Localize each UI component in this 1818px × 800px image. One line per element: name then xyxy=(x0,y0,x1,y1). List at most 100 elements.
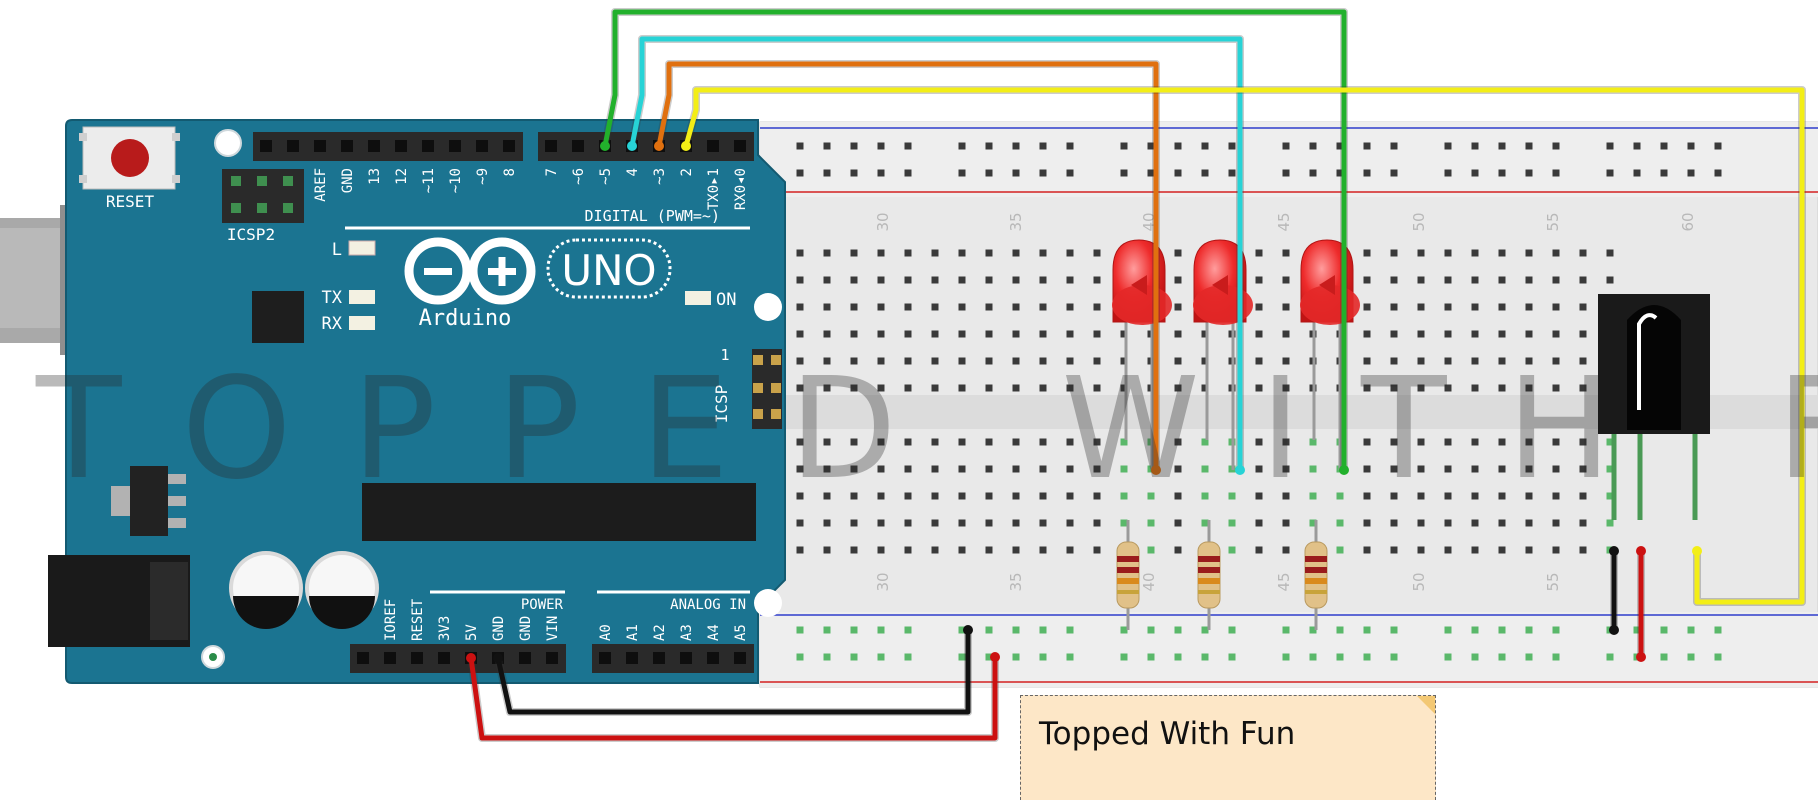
power-header xyxy=(350,644,566,673)
header-pin xyxy=(545,140,557,152)
led-on-indicator xyxy=(685,291,711,305)
led-on-label: ON xyxy=(716,290,736,310)
column-number: 35 xyxy=(1007,212,1025,231)
uno-badge: UNO xyxy=(546,238,672,299)
header-pin xyxy=(653,652,665,664)
header-pin xyxy=(476,140,488,152)
header-pin xyxy=(599,652,611,664)
atmega-chip xyxy=(362,483,756,541)
header-pin xyxy=(707,652,719,664)
header-pin xyxy=(503,140,515,152)
pin-label: 7 xyxy=(544,168,560,176)
capacitor xyxy=(229,551,303,629)
wire-pin2-to-ir xyxy=(683,87,1805,605)
pin-label: GND xyxy=(518,616,534,641)
column-number: 45 xyxy=(1275,572,1293,591)
pin-label: IOREF xyxy=(383,599,399,641)
header-pin xyxy=(734,652,746,664)
pin-label: A4 xyxy=(706,624,722,641)
column-number: 50 xyxy=(1410,212,1428,231)
pin-label: 13 xyxy=(367,168,383,185)
mounting-hole xyxy=(214,129,242,157)
led-tx-label: TX xyxy=(322,288,343,308)
header-pin xyxy=(572,140,584,152)
pin-label: ~10 xyxy=(448,168,464,193)
header-pin xyxy=(368,140,380,152)
header-pin xyxy=(438,652,450,664)
header-pin xyxy=(707,140,719,152)
mounting-hole xyxy=(754,589,782,617)
wire-gnd-to-rail xyxy=(495,630,971,715)
led-tx-indicator xyxy=(349,290,375,304)
pin-label: GND xyxy=(491,616,507,641)
header-pin xyxy=(753,355,763,365)
led-rx-label: RX xyxy=(322,314,343,334)
pin-label: ~9 xyxy=(475,168,491,185)
pin-label: ~3 xyxy=(652,168,668,185)
header-pin xyxy=(519,652,531,664)
header-pin xyxy=(771,355,781,365)
arduino-logo: Arduino xyxy=(404,237,536,331)
resistor xyxy=(1197,541,1221,609)
pin-label: TX0▸1 xyxy=(706,168,722,210)
capacitor xyxy=(305,551,379,629)
header-pin xyxy=(257,203,267,213)
header-pin xyxy=(283,176,293,186)
column-number: 55 xyxy=(1544,572,1562,591)
pin-label: ~6 xyxy=(571,168,587,185)
mounting-hole xyxy=(754,293,782,321)
header-pin xyxy=(771,409,781,419)
pin-label: ~5 xyxy=(598,168,614,185)
header-pin xyxy=(287,140,299,152)
header-pin xyxy=(357,652,369,664)
column-number: 30 xyxy=(874,572,892,591)
header-pin xyxy=(257,176,267,186)
power-label: POWER xyxy=(521,597,564,613)
wires xyxy=(466,8,1806,742)
note-text: Topped With Fun xyxy=(1039,716,1296,752)
analog-label: ANALOG IN xyxy=(670,597,746,613)
ir-receiver xyxy=(1598,294,1710,520)
reset-button[interactable] xyxy=(79,126,180,190)
pin-label: RESET xyxy=(410,598,426,641)
digital-label: DIGITAL (PWM=~) xyxy=(585,207,720,225)
pin-label: A2 xyxy=(652,624,668,641)
header-pin xyxy=(546,652,558,664)
column-number: 30 xyxy=(874,212,892,231)
sticky-note: Topped With Fun xyxy=(1020,695,1436,800)
column-number: 50 xyxy=(1410,572,1428,591)
pin-label: VIN xyxy=(545,616,561,641)
header-pin xyxy=(626,652,638,664)
column-number: 35 xyxy=(1007,572,1025,591)
pin-label: A1 xyxy=(625,624,641,641)
header-pin xyxy=(341,140,353,152)
column-number: 45 xyxy=(1275,212,1293,231)
header-pin xyxy=(231,176,241,186)
uno-text: UNO xyxy=(561,246,656,295)
header-pin xyxy=(449,140,461,152)
header-pin xyxy=(395,140,407,152)
pin-label: 12 xyxy=(394,168,410,185)
pin-label: 4 xyxy=(625,168,641,176)
led-l-label: L xyxy=(332,240,342,260)
reset-label: RESET xyxy=(106,192,155,211)
column-number: 40 xyxy=(1140,572,1158,591)
header-pin xyxy=(753,409,763,419)
header-pin xyxy=(753,383,763,393)
pin-label: A5 xyxy=(733,624,749,641)
header-pin xyxy=(260,140,272,152)
header-pin xyxy=(734,140,746,152)
header-pin xyxy=(314,140,326,152)
resistor xyxy=(1304,541,1328,609)
wire-pin4-to-led2 xyxy=(629,36,1243,470)
pin-label: RX0◂0 xyxy=(733,168,749,210)
voltage-regulator xyxy=(111,466,186,536)
icsp2-label: ICSP2 xyxy=(227,225,275,244)
header-pin xyxy=(231,203,241,213)
arduino-logo-text: Arduino xyxy=(419,306,512,331)
header-pin xyxy=(384,652,396,664)
header-pin xyxy=(283,203,293,213)
resistor xyxy=(1116,541,1140,609)
